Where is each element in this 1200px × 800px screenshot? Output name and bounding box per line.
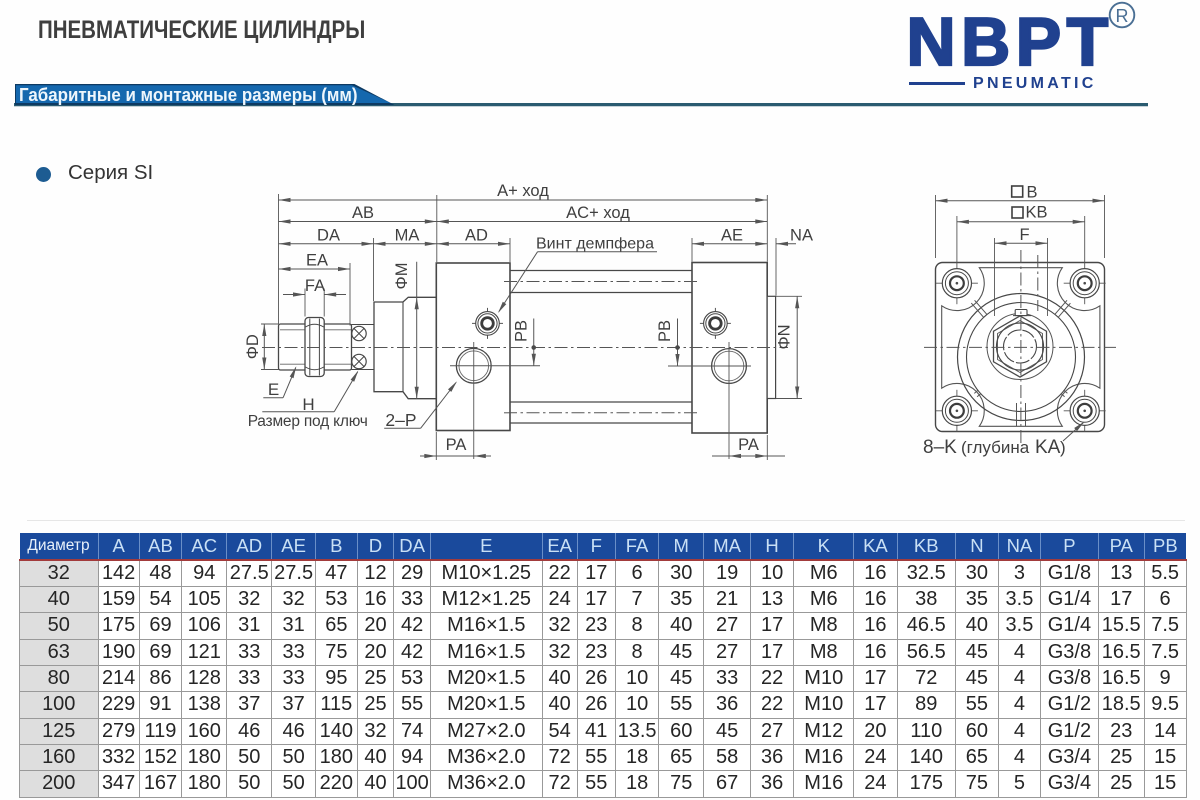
svg-text:DA: DA: [317, 227, 340, 245]
svg-text:FA: FA: [305, 277, 325, 295]
svg-text:AE: AE: [721, 227, 743, 245]
svg-text:): ): [1060, 438, 1066, 457]
svg-text:NA: NA: [790, 227, 813, 245]
svg-text:E: E: [268, 380, 279, 399]
svg-text:KA: KA: [1035, 437, 1061, 458]
svg-text:ΦN: ΦN: [776, 324, 794, 349]
svg-text:PA: PA: [446, 436, 467, 454]
svg-text:H: H: [302, 395, 314, 414]
svg-text:Размер под ключ: Размер под ключ: [248, 413, 368, 430]
svg-text:2–P: 2–P: [385, 410, 416, 430]
svg-text:R: R: [1116, 6, 1129, 26]
svg-text:(глубина: (глубина: [961, 438, 1030, 457]
svg-text:Винт демпфера: Винт демпфера: [536, 236, 654, 253]
svg-text:A+ ход: A+ ход: [497, 182, 549, 200]
svg-text:PB: PB: [513, 320, 531, 342]
svg-text:EA: EA: [306, 252, 328, 270]
svg-text:8–K: 8–K: [923, 437, 957, 458]
svg-text:MA: MA: [395, 227, 420, 245]
svg-text:ΦD: ΦD: [244, 334, 262, 359]
svg-text:ΦM: ΦM: [393, 263, 411, 290]
svg-text:AC+ ход: AC+ ход: [566, 204, 630, 222]
svg-text:AB: AB: [352, 204, 374, 222]
svg-text:B: B: [1027, 184, 1038, 202]
svg-text:AD: AD: [465, 227, 488, 245]
svg-text:PB: PB: [656, 320, 674, 342]
svg-text:F: F: [1019, 226, 1029, 244]
svg-text:PA: PA: [738, 436, 759, 454]
svg-text:KB: KB: [1026, 203, 1048, 221]
